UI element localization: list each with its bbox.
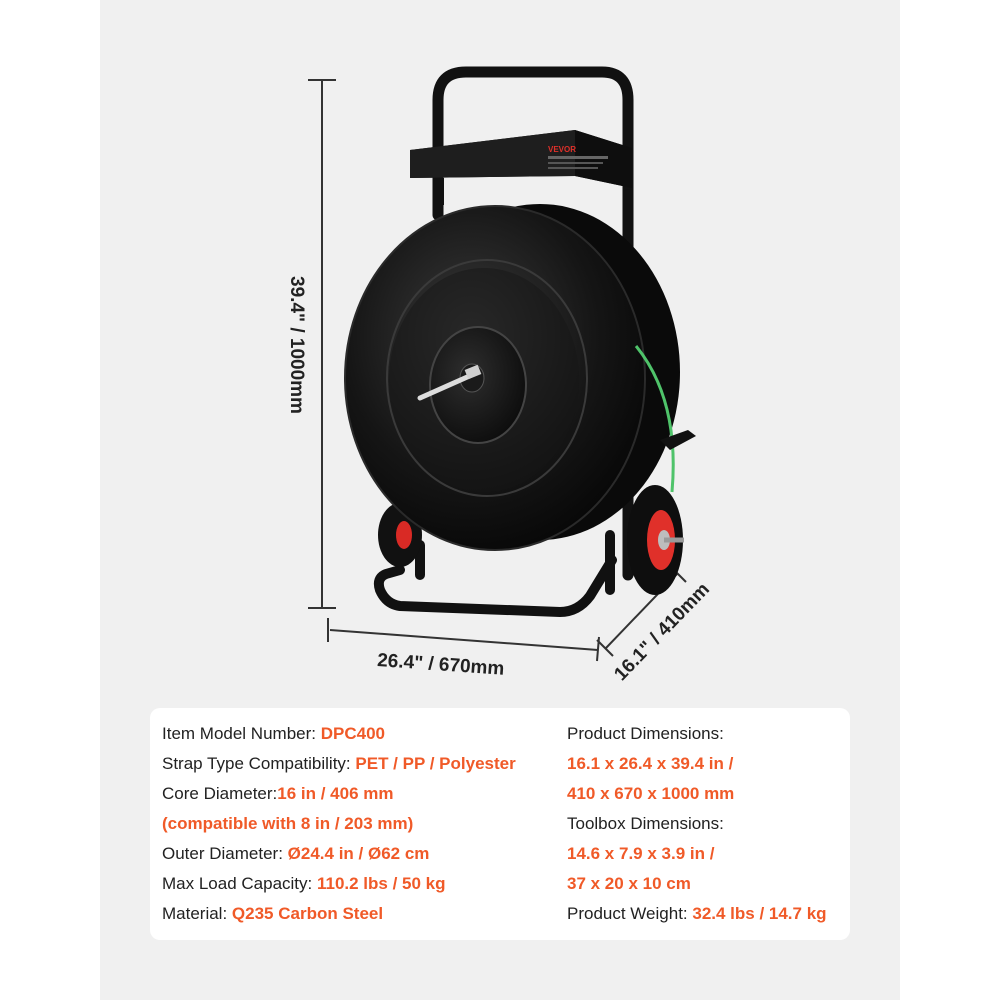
width-dimension-line [327,618,600,662]
base-frame [373,530,617,617]
green-strap [634,345,675,493]
spec-product-dimensions-metric: 410 x 670 x 1000 mm [567,784,735,803]
height-dimension-line [308,79,336,609]
height-dimension-label: 39.4" / 1000mm [286,276,307,414]
spec-card: Item Model Number: DPC400 Strap Type Com… [150,708,850,940]
spec-product-dimensions-label: Product Dimensions: [567,724,724,743]
brand-logo: VEVOR [548,145,576,154]
spec-core-diameter-note: (compatible with 8 in / 203 mm) [162,814,414,833]
spec-material: Material: Q235 Carbon Steel [162,904,384,923]
spec-product-weight: Product Weight: 32.4 lbs / 14.7 kg [567,904,827,923]
spec-toolbox-dimensions-metric: 37 x 20 x 10 cm [567,874,691,893]
spec-model-number: Item Model Number: DPC400 [162,724,385,743]
toolbox-tray [410,130,632,205]
spec-max-load: Max Load Capacity: 110.2 lbs / 50 kg [162,874,446,893]
spec-outer-diameter: Outer Diameter: Ø24.4 in / Ø62 cm [162,844,430,863]
spec-core-diameter: Core Diameter:16 in / 406 mm [162,784,394,803]
spec-toolbox-dimensions-imperial: 14.6 x 7.9 x 3.9 in / [567,844,715,863]
front-wheel [627,485,684,595]
spec-strap-type: Strap Type Compatibility: PET / PP / Pol… [162,754,516,773]
spec-toolbox-dimensions-label: Toolbox Dimensions: [567,814,724,833]
spec-product-dimensions-imperial: 16.1 x 26.4 x 39.4 in / [567,754,734,773]
hub-pin [417,371,477,401]
